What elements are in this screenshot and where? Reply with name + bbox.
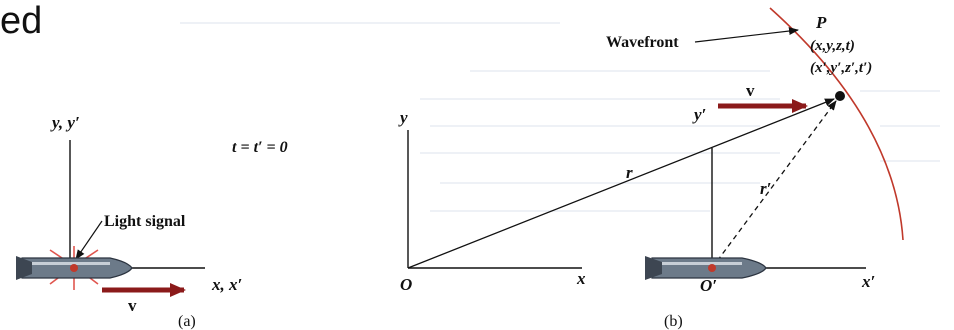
- background-text-line: [470, 70, 770, 72]
- background-text-line: [420, 98, 780, 100]
- wavefront-label: Wavefront: [606, 34, 679, 51]
- background-text-line: [440, 182, 760, 184]
- origin-prime-label: O′: [700, 276, 717, 295]
- panel-b-x-prime-label: x′: [861, 272, 875, 291]
- r-prime-vector: [711, 100, 837, 269]
- rocket-a: [16, 256, 133, 280]
- background-text-line: [180, 22, 560, 24]
- rocket-b: [645, 256, 767, 280]
- background-text-line: [880, 125, 940, 127]
- panel-a: y, y′ x, x′ t = t′ = 0 Light signal: [16, 113, 288, 330]
- r-vector: [407, 98, 835, 269]
- panel-b: y x O y′ x′ O′ Wavefront P (x,y,z,t) (x′…: [398, 7, 904, 330]
- background-text-line: [880, 160, 940, 162]
- panel-b-y-prime-label: y′: [692, 105, 706, 124]
- panel-b-caption: (b): [664, 313, 683, 330]
- point-p: [835, 91, 845, 101]
- wavefront-arc: [769, 7, 904, 241]
- panel-b-x-label: x: [576, 269, 586, 288]
- heading-fragment: ed: [0, 0, 42, 42]
- panel-a-caption: (a): [178, 313, 196, 330]
- background-text-line: [430, 210, 710, 212]
- panel-a-velocity-label: v: [128, 296, 137, 315]
- r-label: r: [626, 163, 633, 182]
- panel-b-velocity-label: v: [746, 81, 755, 100]
- panel-a-y-label: y, y′: [50, 113, 80, 132]
- point-p-label: P: [815, 13, 827, 32]
- light-signal-pointer: [75, 220, 103, 260]
- r-prime-label: r′: [760, 179, 771, 198]
- background-text-line: [860, 90, 940, 92]
- light-signal-label: Light signal: [104, 213, 186, 230]
- coords-primed: (x′,y′,z′,t′): [810, 60, 872, 76]
- time-label: t = t′ = 0: [232, 139, 288, 156]
- wavefront-pointer: [694, 27, 799, 43]
- background-text-line: [420, 152, 780, 154]
- coords-unprimed: (x,y,z,t): [810, 38, 855, 54]
- background-text-line: [430, 125, 760, 127]
- panel-a-x-label: x, x′: [211, 275, 242, 294]
- panel-b-y-label: y: [398, 108, 408, 127]
- origin-label: O: [400, 275, 412, 294]
